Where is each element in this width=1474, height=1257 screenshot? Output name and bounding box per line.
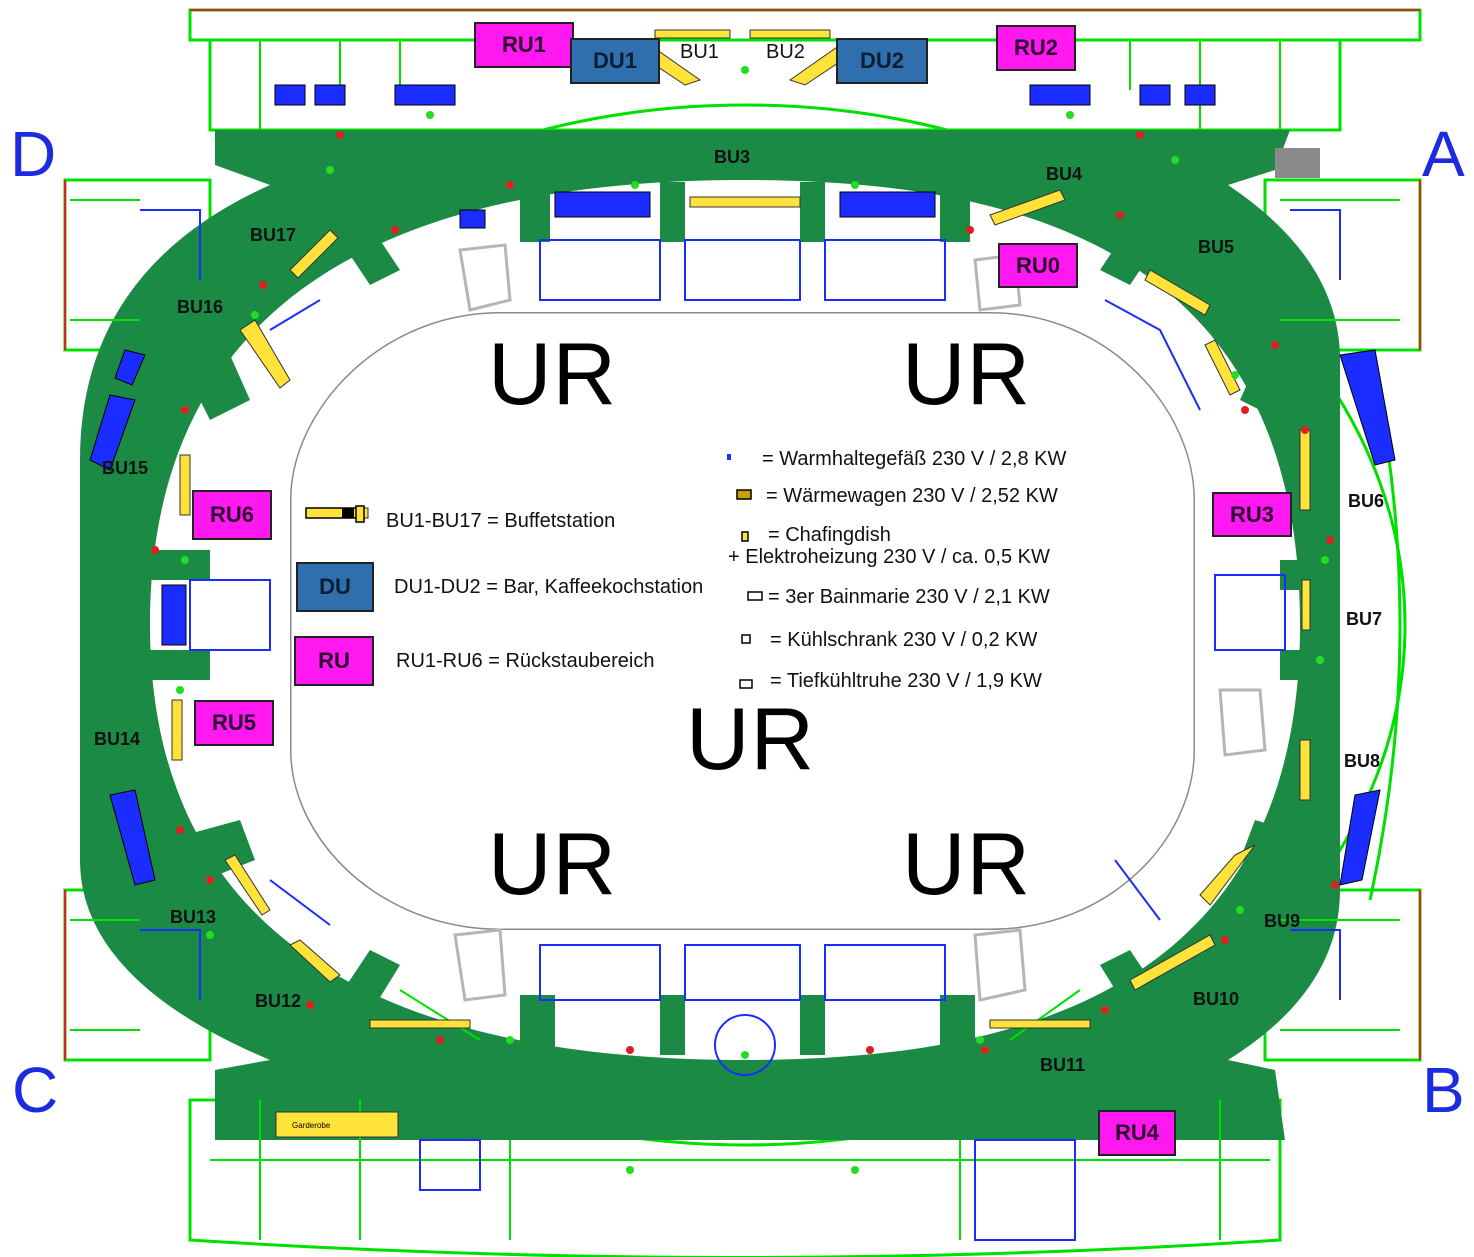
legend-waermewagen: = Wärmewagen 230 V / 2,52 KW	[766, 485, 1058, 507]
buffet-label-bu13: BU13	[170, 907, 217, 927]
buffet-label-bu11: BU11	[1040, 1055, 1086, 1075]
buffet-label-bu16: BU16	[177, 297, 224, 317]
legend-warmhaltegefaess: = Warmhaltegefäß 230 V / 2,8 KW	[762, 448, 1067, 470]
legend-ru-text: RU1-RU6 = Rückstaubereich	[396, 650, 655, 672]
legend-kuehlschrank: = Kühlschrank 230 V / 0,2 KW	[770, 629, 1038, 651]
ur-label-top-left: UR	[488, 324, 618, 423]
grey-storage	[1275, 148, 1320, 178]
buffet-label-bu1: BU1	[680, 41, 719, 63]
fixture-dots	[151, 66, 1339, 1174]
corner-letter-a: A	[1422, 118, 1465, 190]
ur-label-bottom-right: UR	[902, 814, 1032, 913]
legend-elektroheizung: + Elektroheizung 230 V / ca. 0,5 KW	[728, 546, 1050, 568]
buffet-strips	[171, 29, 1311, 1138]
ru-box-ru1: RU1	[474, 22, 574, 68]
blue-blocks	[89, 84, 1396, 886]
legend-tiefkuehltruhe: = Tiefkühltruhe 230 V / 1,9 KW	[770, 670, 1042, 692]
red-outline	[64, 9, 1421, 1060]
buffet-label-bu10: BU10	[1193, 989, 1240, 1009]
buffet-label-bu12: BU12	[255, 991, 302, 1011]
buffet-label-bu6: BU6	[1348, 491, 1385, 511]
legend-symbols	[305, 454, 763, 689]
buffet-label-bu14: BU14	[94, 729, 141, 749]
legend-bu-text: BU1-BU17 = Buffetstation	[386, 510, 616, 532]
buffet-label-bu8: BU8	[1344, 751, 1381, 771]
du-box-du2: DU2	[836, 38, 928, 84]
corner-letter-b: B	[1422, 1054, 1465, 1126]
buffet-label-bu17: BU17	[250, 225, 297, 245]
buffet-label-bu7: BU7	[1346, 609, 1383, 629]
buffet-label-bu4: BU4	[1046, 164, 1083, 184]
buffet-label-bu9: BU9	[1264, 911, 1301, 931]
buffet-label-bu5: BU5	[1198, 237, 1235, 257]
du-box-du1: DU1	[570, 38, 660, 84]
legend-du-text: DU1-DU2 = Bar, Kaffeekochstation	[394, 576, 704, 598]
legend-bainmarie: = 3er Bainmarie 230 V / 2,1 KW	[768, 586, 1050, 608]
corridor-spokes	[150, 182, 1335, 1055]
legend-ru-box: RU	[294, 636, 374, 686]
ru-box-ru3: RU3	[1212, 492, 1292, 537]
corridor-ring	[80, 130, 1340, 1140]
corner-letter-d: D	[10, 118, 57, 190]
garderobe-label: Garderobe	[292, 1121, 331, 1130]
legend-chafingdish: = Chafingdish	[768, 524, 891, 546]
legend-du-box: DU	[296, 562, 374, 612]
ru-box-ru4: RU4	[1098, 1110, 1176, 1156]
ru-box-ru2: RU2	[996, 25, 1076, 71]
buffet-label-bu15: BU15	[102, 458, 149, 478]
arena-floor	[288, 310, 1197, 932]
ru-box-ru6: RU6	[192, 490, 272, 540]
ur-label-bottom-left: UR	[488, 814, 618, 913]
corner-letter-c: C	[12, 1054, 59, 1126]
ur-label-center: UR	[686, 689, 816, 788]
blue-partitions	[140, 209, 1341, 1241]
buffet-label-bu3: BU3	[714, 147, 751, 167]
room-walls	[70, 40, 1400, 1240]
buffet-label-bu2: BU2	[766, 41, 805, 63]
ru-box-ru5: RU5	[194, 700, 274, 746]
ru-box-ru0: RU0	[998, 243, 1078, 288]
ur-label-top-right: UR	[902, 324, 1032, 423]
